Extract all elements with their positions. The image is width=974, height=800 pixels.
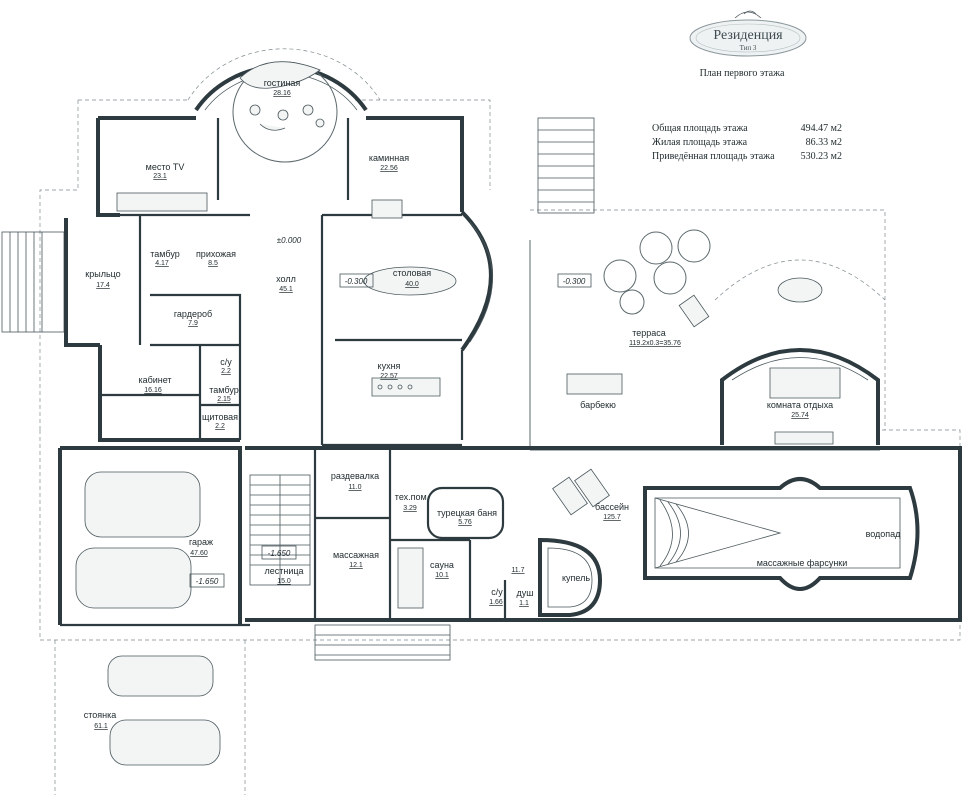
room-tambur2-area: 2.15 [217, 396, 231, 403]
room-kaminnaya-name: каминная [369, 153, 409, 163]
room-su2-name: с/у [491, 587, 503, 597]
outer-outlines [39, 48, 961, 641]
room-razdevalka-area: 11.0 [348, 484, 361, 491]
room-holl-area: 45.1 [279, 286, 293, 293]
area-total-label: Общая площадь этажа [652, 123, 748, 134]
room-garderob-name: гардероб [174, 309, 212, 319]
room-massazhnaya-name: массажная [333, 550, 379, 560]
room-dush-area: 1.1 [519, 600, 529, 607]
room-turetskaya-name: турецкая баня [437, 508, 497, 518]
room-schitovaya-area: 2.2 [215, 423, 225, 430]
level-lestnitsa: -1.650 [268, 549, 291, 558]
room-su2-area: 1.66 [489, 599, 503, 606]
room-lestnitsa-name: лестница [264, 566, 303, 576]
room-su1-name: с/у [220, 357, 232, 367]
room-stoyanka-area: 61.1 [94, 723, 108, 730]
room-vodopad-name: водопад [866, 529, 902, 539]
room-garazh-name: гараж [189, 537, 213, 547]
room-massazh-farsunki-name: массажные фарсунки [757, 558, 848, 568]
living-room-rotunda [194, 61, 368, 163]
room-schitovaya-name: щитовая [202, 412, 238, 422]
pool-block-walls [245, 446, 962, 661]
level-marks: ±0.000 -0.300 -0.300 -1.650 -1.650 [189, 236, 592, 588]
room-tehpom-area: 3.29 [403, 505, 417, 512]
room-sauna-area: 10.1 [435, 572, 449, 579]
garage-and-stairs [54, 471, 311, 795]
room-terrasa-area: 119.2х0.3=35.76 [629, 340, 681, 347]
terrace-furniture [116, 192, 823, 516]
room-mesto-tv-area: 23.1 [153, 173, 167, 180]
room-bassein-area: 125.7 [603, 514, 621, 521]
project-title: Резиденция [713, 28, 783, 43]
level-garazh: -1.650 [196, 577, 219, 586]
room-stoyanka-name: стоянка [84, 710, 117, 720]
west-walls [1, 215, 250, 627]
room-kupel-name: купель [562, 573, 590, 583]
area-reduced-label: Приведённая площадь этажа [652, 151, 775, 162]
level-stolovaya: -0.300 [345, 277, 368, 286]
room-su1-area: 2.2 [221, 368, 231, 375]
area-living-label: Жилая площадь этажа [652, 137, 748, 148]
room-lestnitsa-area: 15.0 [277, 578, 291, 585]
room-barbekyu-name: барбекю [580, 400, 616, 410]
area-total-value: 494.47 м2 [801, 123, 842, 134]
room-turetskaya-area: 5.76 [458, 519, 472, 526]
room-sauna-name: сауна [430, 560, 454, 570]
room-terrasa-name: терраса [632, 328, 666, 338]
room-prihozhaya-area: 8.5 [208, 260, 218, 267]
room-dush-name: душ [517, 588, 534, 598]
area-living-value: 86.33 м2 [806, 137, 842, 148]
room-tambur2-name: тамбур [209, 385, 238, 395]
room-prihozhaya-name: прихожая [196, 249, 236, 259]
room-stolovaya-name: столовая [393, 268, 431, 278]
room-holl-name: холл [276, 274, 296, 284]
room-corridor-area: 11.7 [511, 567, 524, 574]
room-tambur1-area: 4.17 [155, 260, 169, 267]
room-massazhnaya-area: 12.1 [349, 562, 363, 569]
project-subtitle: Тип 3 [740, 44, 757, 52]
room-komnata-otdyha-name: комната отдыха [767, 400, 833, 410]
room-kuhnya-area: 22.57 [380, 373, 398, 380]
level-terrasa: -0.300 [563, 277, 586, 286]
title-cartouche: Резиденция Тип 3 План первого этажа [689, 10, 807, 79]
room-stolovaya-area: 40.0 [405, 281, 419, 288]
room-kabinet-area: 16.16 [144, 387, 162, 394]
room-komnata-otdyha-area: 25.74 [791, 412, 809, 419]
area-summary: Общая площадь этажа 494.47 м2 Жилая площ… [652, 123, 842, 162]
room-tambur1-name: тамбур [150, 249, 179, 259]
room-mesto-tv-name: место TV [146, 162, 185, 172]
room-garderob-area: 7.9 [188, 320, 198, 327]
room-garazh-area: 47.60 [190, 550, 208, 557]
room-kaminnaya-area: 22.56 [380, 165, 398, 172]
room-gostinaya-area: 28.16 [273, 90, 291, 97]
room-labels: гостиная 28.16 место TV 23.1 каминная 22… [84, 78, 901, 730]
room-bassein-name: бассейн [595, 502, 629, 512]
room-krylco-area: 17.4 [96, 282, 110, 289]
room-krylco-name: крыльцо [85, 269, 120, 279]
room-razdevalka-name: раздевалка [331, 471, 379, 481]
room-kabinet-name: кабинет [138, 375, 171, 385]
room-kuhnya-name: кухня [378, 361, 401, 371]
kitchen-terrace-walls [322, 117, 880, 451]
north-walls [96, 116, 493, 445]
plan-title: План первого этажа [700, 68, 785, 79]
area-reduced-value: 530.23 м2 [801, 151, 842, 162]
level-holl: ±0.000 [277, 236, 302, 245]
room-tehpom-name: тех.пом. [395, 492, 429, 502]
room-gostinaya-name: гостиная [264, 78, 301, 88]
